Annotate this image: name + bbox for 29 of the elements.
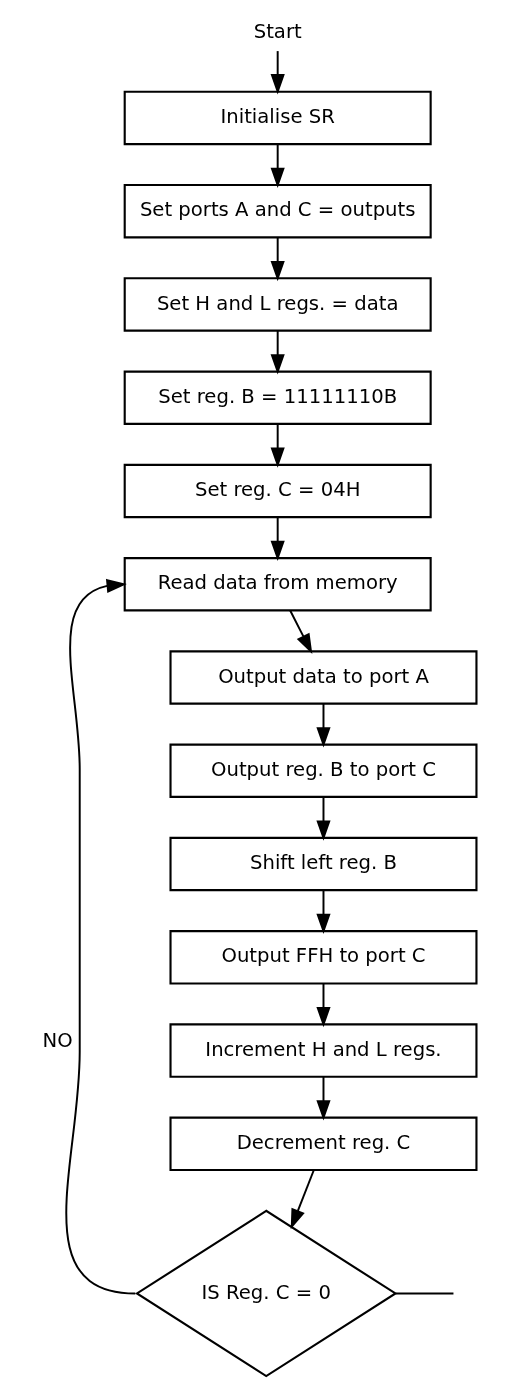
node-box: Shift left reg. B [169, 836, 478, 892]
arrow [289, 609, 313, 654]
arrow [316, 1075, 331, 1121]
arrow [270, 423, 285, 468]
arrow [270, 143, 285, 188]
arrow [316, 982, 331, 1028]
node-box: Output reg. B to port C [169, 743, 478, 798]
node-box: Output FFH to port C [169, 930, 478, 985]
connector [394, 1292, 455, 1295]
node-box: Read data from memory [123, 557, 432, 612]
node-box: Initialise SR [123, 90, 432, 146]
arrow [316, 702, 331, 748]
edge-label: NO [42, 1028, 73, 1052]
node-box: Increment H and L regs. [169, 1023, 478, 1078]
arrow [316, 796, 331, 841]
node-box: Set reg. B = 11111110B [123, 370, 432, 425]
node-box: Set H and L regs. = data [123, 277, 432, 332]
node-box: Set reg. C = 04H [123, 463, 432, 519]
node-box: Set ports A and C = outputs [123, 184, 432, 239]
arrow [65, 578, 137, 1295]
arrow [270, 50, 285, 95]
arrow [270, 516, 285, 562]
arrow [316, 889, 331, 935]
arrow [270, 236, 285, 282]
arrow [270, 329, 285, 375]
arrow [290, 1169, 315, 1230]
node-box: Output data to port A [169, 650, 478, 705]
node-text: Start [253, 19, 302, 43]
node-box: Decrement reg. C [169, 1116, 478, 1171]
